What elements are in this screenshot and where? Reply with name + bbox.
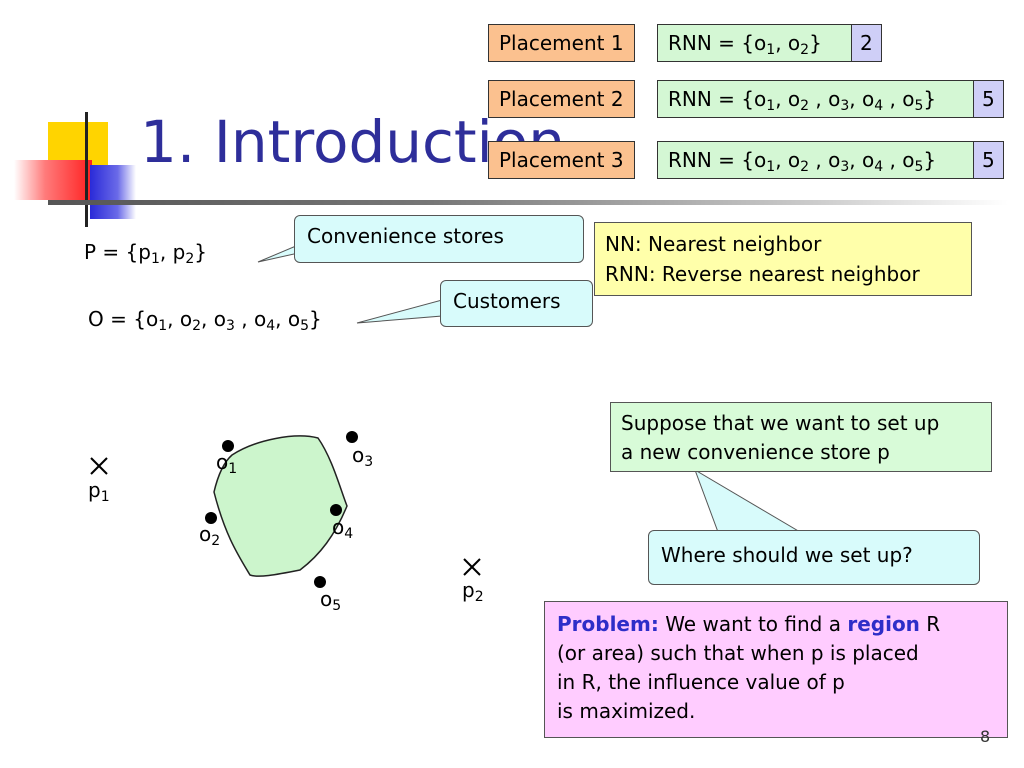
set-o: O = {o1, o2, o3 , o4, o5} bbox=[88, 307, 322, 335]
logo-blue-square bbox=[90, 165, 136, 219]
slide-number: 8 bbox=[980, 727, 991, 746]
legend-rnn: RNN: Reverse nearest neighbor bbox=[605, 262, 920, 286]
label-o3: o3 bbox=[352, 443, 374, 471]
where-callout: Where should we set up? bbox=[648, 530, 980, 585]
label-p2: p2 bbox=[462, 578, 484, 606]
influence-region bbox=[213, 435, 348, 577]
suppose-box: Suppose that we want to set up a new con… bbox=[610, 402, 992, 472]
point-o5-dot bbox=[314, 576, 326, 588]
legend-box: NN: Nearest neighbor RNN: Reverse neares… bbox=[594, 222, 972, 296]
label-o5: o5 bbox=[320, 587, 342, 615]
label-o1: o1 bbox=[216, 450, 238, 478]
problem-box: Problem: We want to find a region R (or … bbox=[544, 601, 1008, 738]
title-underline bbox=[48, 200, 1008, 205]
point-o4-dot bbox=[330, 504, 342, 516]
customers-callout-pointer bbox=[356, 299, 443, 324]
placement-1-count: 2 bbox=[851, 24, 882, 62]
legend-nn: NN: Nearest neighbor bbox=[605, 232, 822, 256]
problem-line-1: Problem: We want to find a region R bbox=[557, 612, 941, 636]
placement-2-count: 5 bbox=[973, 80, 1004, 118]
suppose-line-2: a new convenience store p bbox=[621, 440, 890, 464]
placement-3-count: 5 bbox=[973, 141, 1004, 179]
logo-vertical-line bbox=[85, 112, 88, 227]
point-o3-dot bbox=[346, 431, 358, 443]
placement-3-label: Placement 3 bbox=[488, 141, 635, 179]
point-o1-dot bbox=[222, 440, 234, 452]
problem-keyword: region bbox=[847, 612, 920, 636]
label-o2: o2 bbox=[199, 522, 221, 550]
problem-line-2: (or area) such that when p is placed bbox=[557, 641, 919, 665]
where-callout-pointer bbox=[694, 468, 802, 533]
customers-callout: Customers bbox=[440, 280, 593, 327]
point-o2-dot bbox=[205, 512, 217, 524]
label-p1: p1 bbox=[88, 478, 110, 506]
stores-callout: Convenience stores bbox=[294, 215, 584, 263]
placement-1-label: Placement 1 bbox=[488, 24, 635, 62]
set-p: P = {p1, p2} bbox=[84, 240, 207, 268]
logo-red-bar bbox=[14, 160, 92, 200]
placement-2-rnn: RNN = {o1, o2 , o3, o4 , o5} bbox=[657, 80, 975, 118]
placement-2-label: Placement 2 bbox=[488, 80, 635, 118]
placement-1-rnn: RNN = {o1, o2} bbox=[657, 24, 852, 62]
suppose-line-1: Suppose that we want to set up bbox=[621, 411, 940, 435]
label-o4: o4 bbox=[332, 515, 354, 543]
problem-line-4: is maximized. bbox=[557, 699, 696, 723]
problem-label: Problem: bbox=[557, 612, 659, 636]
point-p2-cross bbox=[463, 558, 481, 576]
problem-line-3: in R, the influence value of p bbox=[557, 670, 845, 694]
point-p1-cross bbox=[90, 457, 108, 475]
placement-3-rnn: RNN = {o1, o2 , o3, o4 , o5} bbox=[657, 141, 975, 179]
